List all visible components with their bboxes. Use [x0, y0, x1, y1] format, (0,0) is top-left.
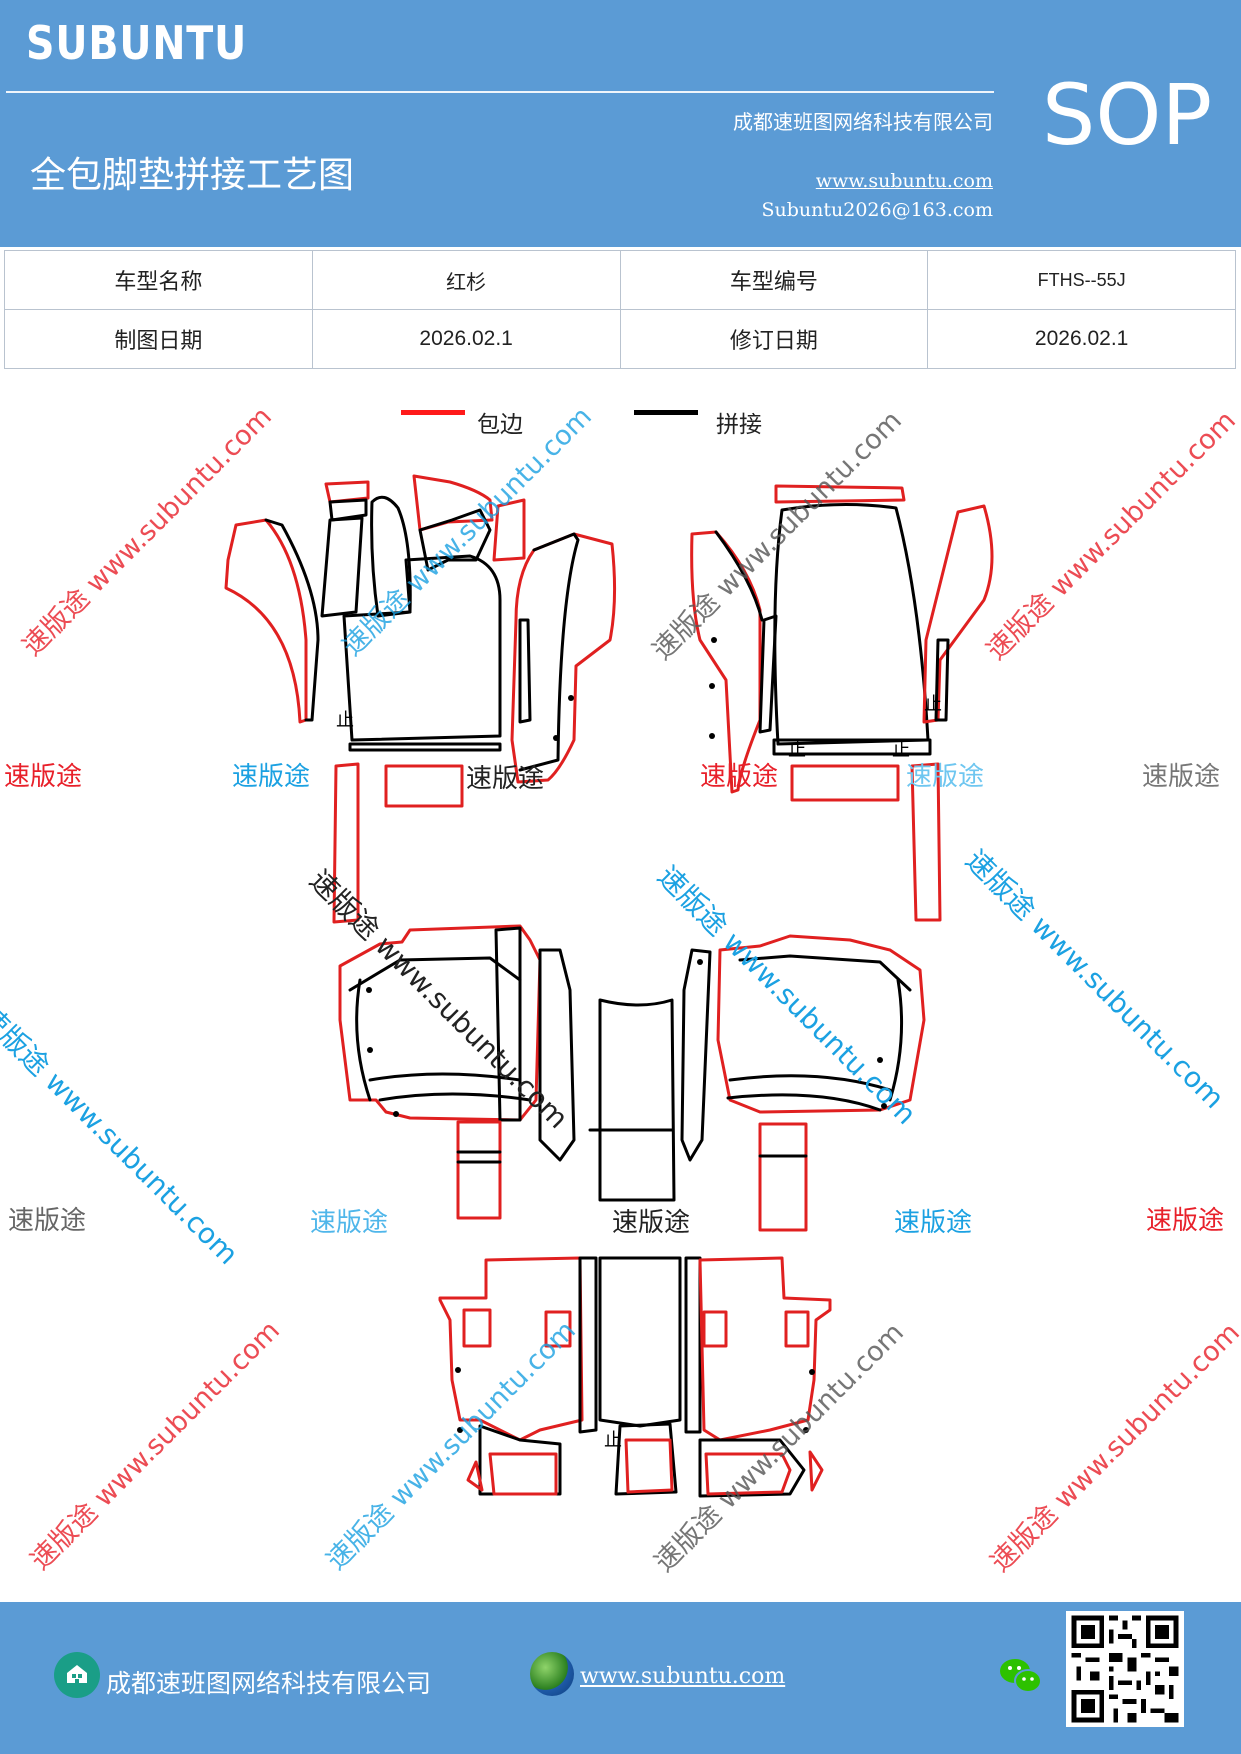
company-name: 成都速班图网络科技有限公司 [733, 110, 993, 134]
sop-label: SOP [1042, 66, 1213, 164]
home-icon [54, 1652, 100, 1698]
front-left-mat [224, 474, 617, 924]
globe-icon[interactable] [530, 1652, 574, 1696]
footer-company: 成都速班图网络科技有限公司 [106, 1669, 432, 1698]
email-address: Subuntu2026@163.com [761, 199, 993, 221]
watermark-label: 速版途 [700, 762, 779, 792]
draw-date-label: 制图日期 [4, 309, 313, 369]
watermark-label: 速版途 [232, 762, 311, 792]
legend-seam-swatch [634, 410, 698, 415]
website-link[interactable]: www.subuntu.com [815, 170, 993, 192]
third-row-mat [438, 1256, 832, 1498]
stop-marker: 止 [604, 1430, 622, 1451]
mat-drawing [224, 474, 994, 1498]
legend-edge-swatch [401, 410, 465, 415]
table-row: 制图日期 2026.02.1 修订日期 2026.02.1 [4, 309, 1236, 369]
watermark-label: 速版途 [906, 762, 985, 792]
model-code-label: 车型编号 [619, 250, 929, 310]
watermark-label: 速版途 [4, 762, 83, 792]
watermark-label: 速版途 [612, 1208, 691, 1238]
second-row-mat [338, 924, 926, 1232]
watermark-label: 速版途 [8, 1206, 87, 1236]
watermark-label: 速版途 [310, 1208, 389, 1238]
stop-marker: 止 [892, 740, 910, 761]
model-name-value: 红杉 [311, 250, 621, 310]
watermark-label: 速版途 [894, 1208, 973, 1238]
header-divider [6, 91, 994, 93]
watermark-label: 速版途 [466, 764, 545, 794]
footer-website[interactable]: www.subuntu.com [580, 1664, 786, 1689]
model-name-label: 车型名称 [4, 250, 313, 310]
footer-banner: 成都速班图网络科技有限公司 www.subuntu.com [0, 1602, 1241, 1754]
wechat-icon[interactable] [998, 1656, 1044, 1696]
model-code-value: FTHS--55J [927, 250, 1236, 310]
legend-edge-label: 包边 [477, 412, 523, 438]
brand-logo: SUBUNTU [26, 16, 248, 70]
stop-marker: 止 [336, 710, 354, 731]
watermark-label: 速版途 [1146, 1206, 1225, 1236]
draw-date-value: 2026.02.1 [311, 309, 621, 369]
legend-seam-label: 拼接 [716, 412, 762, 438]
info-table: 车型名称 红杉 车型编号 FTHS--55J 制图日期 2026.02.1 修订… [4, 250, 1236, 369]
watermark-label: 速版途 [1142, 762, 1221, 792]
stop-marker: 止 [924, 694, 942, 715]
revise-date-value: 2026.02.1 [927, 309, 1236, 369]
front-right-mat [690, 484, 994, 922]
page-title: 全包脚垫拼接工艺图 [30, 155, 355, 196]
table-row: 车型名称 红杉 车型编号 FTHS--55J [4, 250, 1236, 310]
revise-date-label: 修订日期 [619, 309, 929, 369]
header-banner: SUBUNTU 成都速班图网络科技有限公司 全包脚垫拼接工艺图 www.subu… [0, 0, 1241, 247]
qr-code-image [1066, 1611, 1184, 1727]
stop-marker: 止 [788, 740, 806, 761]
